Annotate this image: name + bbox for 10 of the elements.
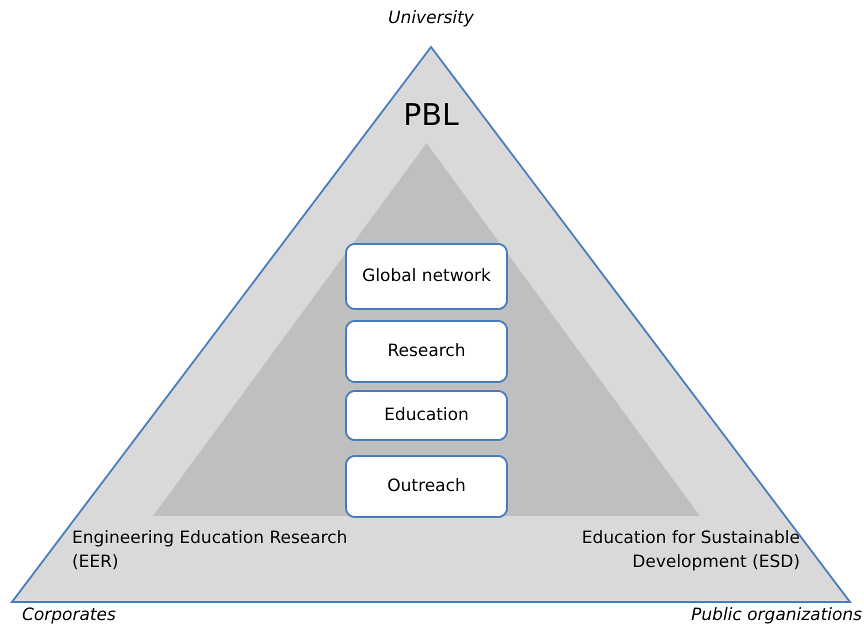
rounded-box: Outreach <box>345 455 508 518</box>
rounded-box: Education <box>345 390 508 441</box>
field-label: Engineering Education Research (EER) <box>72 527 348 574</box>
corner-label: Corporates <box>22 604 116 627</box>
heading: PBL <box>402 97 460 135</box>
rounded-box: Global network <box>345 243 508 310</box>
field-label: Education for Sustainable Development (ESD) <box>580 527 800 574</box>
rounded-box: Research <box>345 320 508 383</box>
corner-label: University <box>387 7 475 30</box>
corner-label: Public organizations <box>691 604 862 627</box>
